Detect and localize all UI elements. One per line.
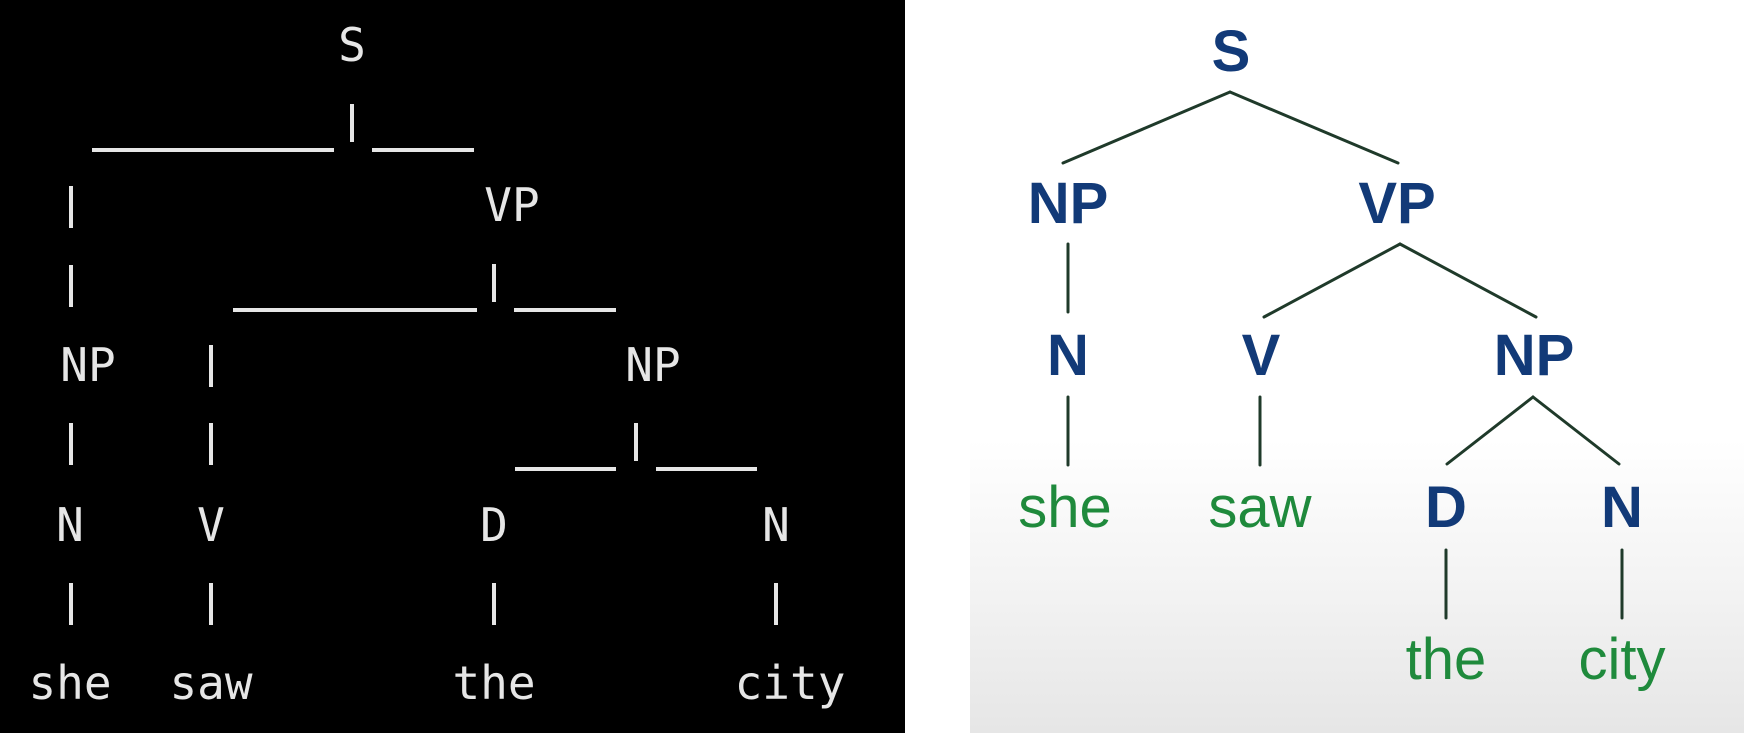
tree-node-s: S: [1211, 19, 1251, 84]
ascii-node-vp: VP: [484, 178, 540, 232]
tree-node-d: D: [1425, 475, 1467, 540]
ascii-underscore-vp-right: [514, 308, 616, 312]
ascii-node-n-object: N: [762, 498, 790, 552]
ascii-word-saw: saw: [169, 656, 253, 710]
edge-np-d: [1445, 395, 1535, 466]
ascii-bar-np-subject-1: [69, 186, 73, 228]
ascii-node-np-object: NP: [625, 338, 681, 392]
tree-node-n-subject: N: [1047, 323, 1089, 388]
ascii-word-the: the: [452, 656, 536, 710]
edge-vp-v: [1262, 242, 1402, 319]
tree-node-v: V: [1241, 323, 1281, 388]
ascii-bar-vp: [492, 264, 496, 302]
rendered-tree-panel: S NP VP N V NP she saw D N the city: [970, 0, 1744, 733]
ascii-bar-city: [774, 583, 778, 625]
ascii-bar-s: [350, 104, 354, 142]
ascii-node-v: V: [197, 498, 225, 552]
ascii-bar-np-object: [634, 423, 638, 461]
ascii-bar-saw: [209, 583, 213, 625]
tree-word-saw: saw: [1208, 475, 1312, 540]
tree-node-n-object: N: [1601, 475, 1643, 540]
ascii-underscore-vp-left: [233, 308, 477, 312]
ascii-underscore-s-left: [92, 148, 334, 152]
tree-word-the: the: [1405, 627, 1487, 692]
ascii-tree-panel: S VP NP NP N V D N she saw the city: [0, 0, 905, 733]
edge-vp-np: [1398, 242, 1538, 319]
ascii-underscore-np-left: [515, 467, 616, 471]
edge-s-vp: [1228, 90, 1400, 165]
tree-node-np-subject: NP: [1027, 171, 1109, 236]
ascii-node-d: D: [480, 498, 508, 552]
ascii-bar-v-2: [209, 423, 213, 465]
ascii-word-city: city: [734, 656, 846, 710]
ascii-bar-the: [492, 583, 496, 625]
tree-node-np-object: NP: [1493, 323, 1575, 388]
ascii-word-she: she: [28, 656, 112, 710]
tree-node-vp: VP: [1358, 171, 1436, 236]
ascii-node-s: S: [338, 18, 366, 72]
tree-word-she: she: [1018, 475, 1112, 540]
ascii-node-n-subject: N: [56, 498, 84, 552]
ascii-node-np-subject: NP: [60, 338, 116, 392]
edge-s-np: [1061, 90, 1232, 165]
ascii-underscore-s-right: [372, 148, 474, 152]
tree-edges: [1061, 90, 1624, 620]
ascii-bar-v-1: [209, 345, 213, 387]
ascii-underscore-np-right: [656, 467, 757, 471]
ascii-bar-she: [69, 583, 73, 625]
edge-np-n-object: [1531, 395, 1621, 466]
ascii-bar-np-subject-2: [69, 265, 73, 307]
ascii-bar-n-subject: [69, 423, 73, 465]
tree-word-city: city: [1578, 627, 1666, 692]
